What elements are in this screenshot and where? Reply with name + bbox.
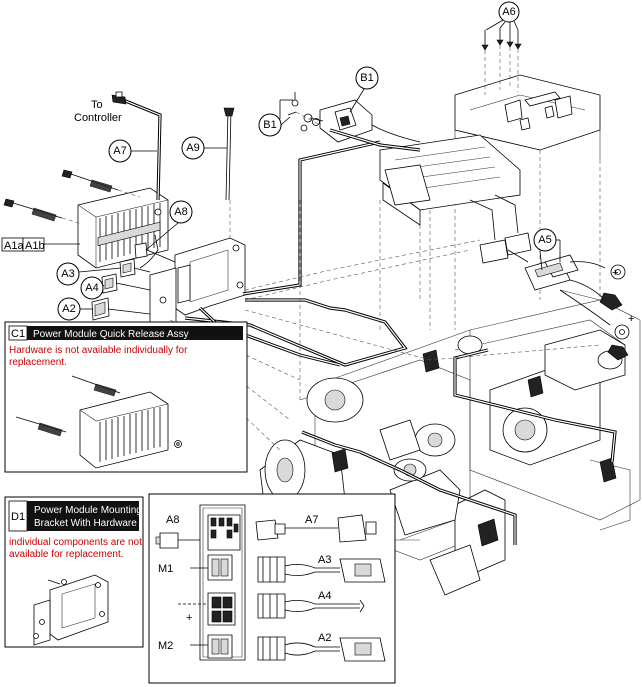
box-d1-title-2: Bracket With Hardware: [34, 518, 137, 529]
inset-m2-label: M2: [158, 640, 173, 652]
callout-a4: A4: [80, 276, 105, 300]
svg-text:B1: B1: [360, 72, 373, 84]
svg-text:A5: A5: [538, 234, 551, 246]
box-c1-note-2: replacement.: [9, 357, 67, 368]
svg-text:A4: A4: [85, 282, 98, 294]
box-c1: C1 Power Module Quick Release Assy Hardw…: [4, 321, 248, 473]
cable-tie-a9: [223, 107, 235, 201]
plus-sign-2: +: [628, 313, 634, 325]
mounting-screws-a6: [481, 28, 522, 95]
to-label: To: [91, 99, 103, 111]
callout-b1-left: B1: [258, 99, 293, 137]
box-d1-letter: D1: [11, 511, 25, 523]
box-c1-note-1: Hardware is not available individually f…: [9, 345, 188, 356]
controller-cable-a7: [111, 91, 162, 269]
callout-a3: A3: [56, 262, 122, 286]
plus-sign-1: +: [612, 267, 618, 279]
box-c1-letter: C1: [11, 328, 25, 340]
box-d1-note-1: individual components are not: [9, 537, 142, 548]
svg-text:A7: A7: [113, 145, 126, 157]
box-d1-note-2: available for replacement.: [9, 549, 124, 560]
callout-a5: A5: [533, 228, 561, 271]
a1-label-box: A1a A1b: [1, 237, 80, 252]
callout-a7: A7: [108, 139, 157, 163]
controller-label: Controller: [74, 112, 122, 124]
svg-text:A3: A3: [61, 268, 74, 280]
callout-a6: A6: [485, 1, 520, 31]
svg-text:A9: A9: [186, 142, 199, 154]
inset-a7-label: A7: [305, 514, 318, 526]
seat-support-bracket: [454, 74, 601, 330]
box-d1: D1 Power Module Mounting Bracket With Ha…: [4, 496, 144, 648]
callout-a8: A8: [145, 200, 193, 251]
callout-a2: A2: [57, 297, 93, 321]
mounting-bracket: [149, 237, 246, 337]
svg-text:A8: A8: [174, 206, 187, 218]
box-d1-title-1: Power Module Mounting: [34, 505, 142, 516]
svg-text:B1: B1: [263, 119, 276, 131]
inset-a2-label: A2: [318, 632, 331, 644]
circuit-breaker-harness-a5: [469, 194, 630, 361]
inset-a3-label: A3: [318, 554, 331, 566]
inset-m1-label: M1: [158, 563, 173, 575]
svg-text:A6: A6: [502, 6, 515, 18]
svg-text:A2: A2: [62, 303, 75, 315]
inset-a4-label: A4: [318, 590, 331, 602]
callout-b1-top: B1: [349, 66, 379, 113]
power-module: [77, 187, 169, 269]
inset-a8-label: A8: [166, 514, 179, 526]
small-connectors: [91, 242, 176, 321]
hardware-b1: [287, 92, 421, 143]
callout-a9: A9: [181, 136, 227, 160]
svg-text:A1b: A1b: [25, 240, 45, 252]
wiring-inset: A8 A7 M1 A3 A4 + M2 A2: [148, 493, 396, 684]
svg-text:A1a: A1a: [4, 240, 24, 252]
power-module-bolts: [3, 169, 141, 225]
inset-plus-label: +: [186, 612, 192, 624]
harness-bracket: [379, 134, 521, 330]
box-c1-title: Power Module Quick Release Assy: [33, 329, 189, 340]
